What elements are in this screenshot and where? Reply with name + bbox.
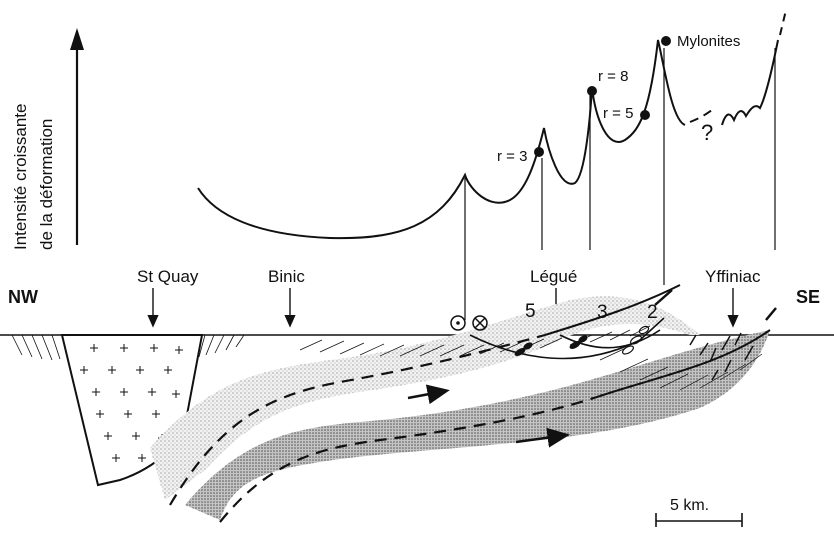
zone-label-2: 2 <box>647 302 658 323</box>
boundary-lower-solid <box>599 329 771 397</box>
label-unknown: ? <box>701 120 713 145</box>
label-se: SE <box>796 287 820 307</box>
projection-lines <box>464 48 776 320</box>
label-st-quay: St Quay <box>137 267 199 286</box>
label-r3: r = 3 <box>497 148 527 165</box>
scale-bar <box>655 513 743 527</box>
label-nw: NW <box>8 287 38 307</box>
symbol-into-page-cross <box>474 317 486 329</box>
symbol-into-page <box>472 315 488 331</box>
boundary-upper-solid <box>544 284 681 336</box>
label-r5: r = 5 <box>603 105 633 122</box>
zone-markers <box>514 335 588 356</box>
axis-label-line1: Intensité croissante <box>11 104 30 250</box>
intensity-axis-arrowhead <box>70 28 84 50</box>
label-mylonites: Mylonites <box>677 33 740 50</box>
shear-arrows <box>407 289 777 448</box>
deformation-curve-top-dashed <box>779 9 787 36</box>
yffiniac-structures <box>689 332 754 381</box>
label-binic: Binic <box>268 267 305 286</box>
boundary-upper-dashed <box>169 333 546 506</box>
point-r5 <box>640 110 650 120</box>
light-stipple-band <box>150 296 700 500</box>
symbol-out-of-page <box>450 315 466 331</box>
point-mylonites <box>661 36 671 46</box>
label-legue: Légué <box>530 267 577 286</box>
label-yffiniac: Yffiniac <box>705 267 761 286</box>
deformation-curve-right <box>721 39 779 126</box>
boundary-lower-dashed <box>219 394 601 523</box>
axis-label-line2: de la déformation <box>37 119 56 250</box>
point-r3 <box>534 147 544 157</box>
shear-zone-line-2 <box>559 329 661 349</box>
symbol-out-of-page-dot <box>456 321 460 325</box>
hatch-nw <box>11 334 245 361</box>
zone-label-3: 3 <box>597 302 608 323</box>
label-r8: r = 8 <box>598 68 628 85</box>
deformation-curve-dashed <box>689 109 713 123</box>
zone-2-open-markers <box>621 325 650 355</box>
zone-label-5: 5 <box>525 301 536 322</box>
point-r8 <box>587 86 597 96</box>
scale-bar-label: 5 km. <box>670 497 709 514</box>
